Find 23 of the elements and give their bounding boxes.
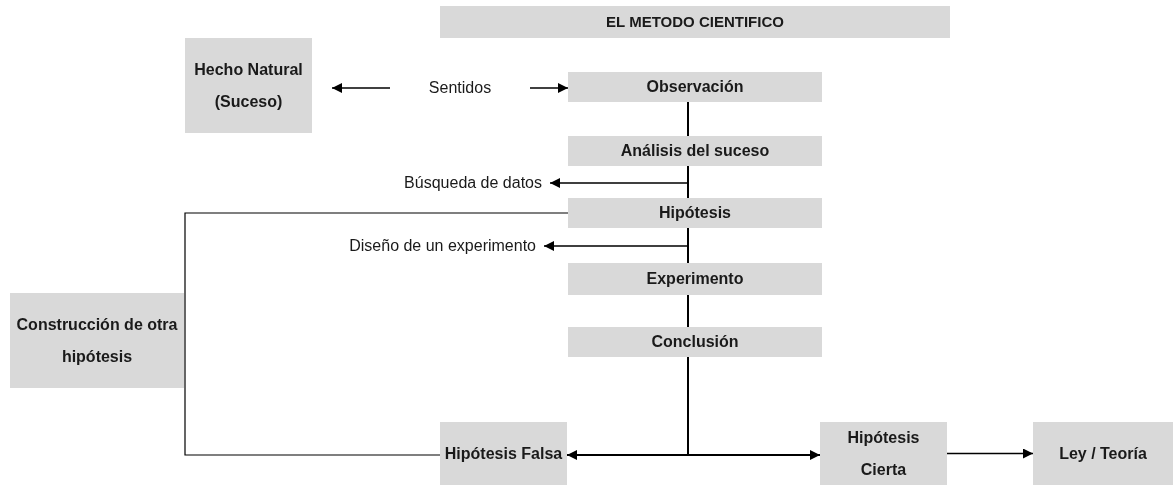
arrow — [687, 356, 821, 460]
arrow — [529, 83, 569, 93]
arrow — [946, 448, 1034, 459]
process-box: Hipótesis Falsa — [440, 422, 567, 485]
process-box: Hipótesis — [568, 198, 822, 228]
arrow — [331, 83, 391, 93]
process-box: Hecho Natural (Suceso) — [185, 38, 312, 133]
title-banner: EL METODO CIENTIFICO — [440, 6, 950, 38]
connector-line — [184, 212, 569, 456]
connector-line — [687, 294, 689, 328]
process-box: Construcción de otra hipótesis — [10, 293, 184, 388]
process-box: Observación — [568, 72, 822, 102]
process-box: Análisis del suceso — [568, 136, 822, 166]
arrow — [549, 165, 689, 188]
process-box: Experimento — [568, 263, 822, 295]
arrow — [543, 227, 689, 251]
process-box: Hipótesis Cierta — [820, 422, 947, 485]
connector-line — [687, 101, 689, 137]
step-text: Búsqueda de datos — [320, 171, 542, 195]
step-text: Sentidos — [398, 76, 522, 100]
process-box: Conclusión — [568, 327, 822, 357]
step-text: Diseño de un experimento — [240, 234, 536, 258]
process-box: Ley / Teoría — [1033, 422, 1173, 485]
